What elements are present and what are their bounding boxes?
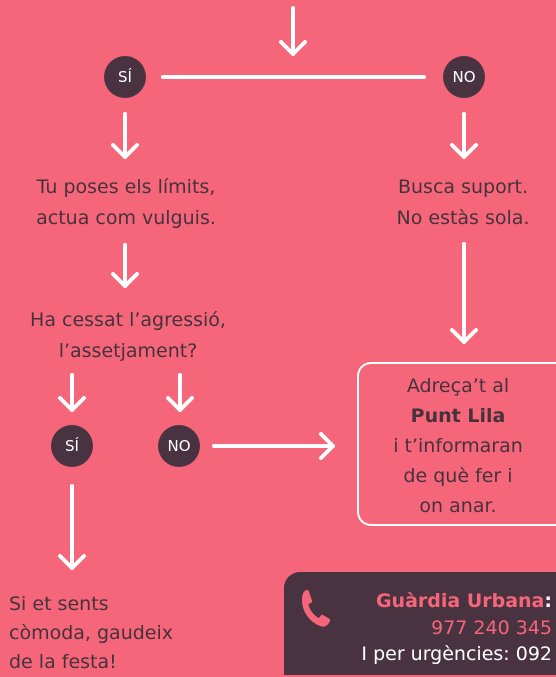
punt-lila-line3: i t’informaran (393, 435, 523, 457)
final-yes-text: Si et sents còmoda, gaudeix de la festa! (9, 590, 173, 677)
no-label: NO (452, 68, 476, 86)
contact-title-suffix: : (544, 590, 552, 612)
contact-title-row: Guàrdia Urbana: (376, 590, 552, 612)
yes-path-text: Tu poses els límits, actua com vulguis. (0, 172, 252, 234)
contact-emergency[interactable]: I per urgències: 092 (361, 643, 552, 665)
contact-panel: Guàrdia Urbana: 977 240 345 I per urgènc… (284, 572, 556, 675)
question-line1: Ha cessat l’agressió, (30, 309, 226, 331)
punt-lila-bold: Punt Lila (410, 405, 506, 427)
yes-node-second: SÍ (51, 425, 93, 467)
punt-lila-line1: Adreça’t al (406, 375, 510, 397)
question-line2: l’assetjament? (58, 340, 198, 362)
yes-label: SÍ (118, 68, 132, 86)
no-path-line1: Busca suport. (397, 176, 529, 198)
punt-lila-name: Punt Lila (359, 401, 556, 431)
no-path-text: Busca suport. No estàs sola. (370, 172, 556, 234)
final-yes-line1: Si et sents (9, 593, 109, 615)
punt-lila-box: Adreça’t al Punt Lila i t’informaran de … (357, 362, 556, 526)
yes-path-line1: Tu poses els límits, (36, 176, 216, 198)
punt-lila-line4: de què fer i (403, 465, 513, 487)
yes-path-line2: actua com vulguis. (36, 207, 216, 229)
no-node-second: NO (158, 425, 200, 467)
contact-title: Guàrdia Urbana (375, 590, 545, 612)
yes-label-second: SÍ (65, 437, 79, 455)
final-yes-line3: de la festa! (9, 651, 117, 673)
question-text: Ha cessat l’agressió, l’assetjament? (0, 305, 256, 367)
no-path-line2: No estàs sola. (396, 207, 530, 229)
yes-node-top: SÍ (104, 56, 146, 98)
final-yes-line2: còmoda, gaudeix (9, 622, 174, 644)
phone-icon (302, 590, 331, 627)
contact-phone[interactable]: 977 240 345 (431, 617, 552, 639)
no-node-top: NO (443, 56, 485, 98)
punt-lila-line5: on anar. (419, 495, 497, 517)
no-label-second: NO (167, 437, 191, 455)
